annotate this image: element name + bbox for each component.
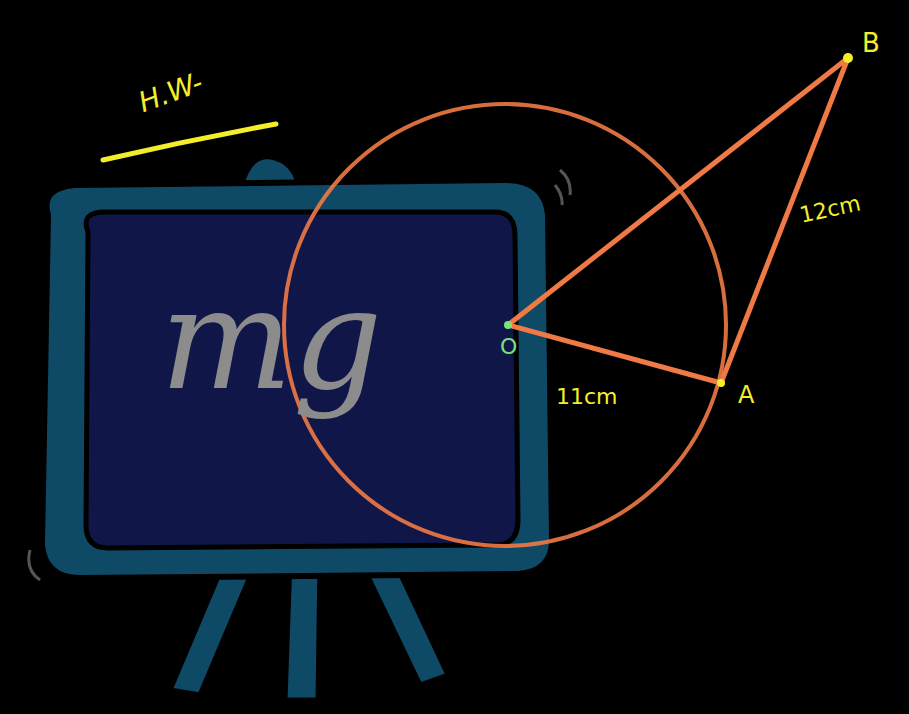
point-label: O: [500, 336, 517, 358]
board-frame: [42, 180, 552, 578]
homework-note: H.W-: [135, 68, 206, 117]
point-label: A: [738, 383, 754, 407]
point-b: [843, 53, 853, 63]
dimension-label: 11cm: [556, 386, 618, 408]
center-point: [504, 321, 512, 329]
watermark: mg: [160, 270, 382, 410]
board-surface: [86, 212, 518, 548]
point-label: B: [862, 30, 880, 56]
board-accents: [29, 170, 571, 580]
radius-oa: [508, 325, 721, 383]
dimension-label: 12cm: [798, 192, 863, 226]
point-a: [717, 379, 725, 387]
underline: [103, 124, 276, 160]
